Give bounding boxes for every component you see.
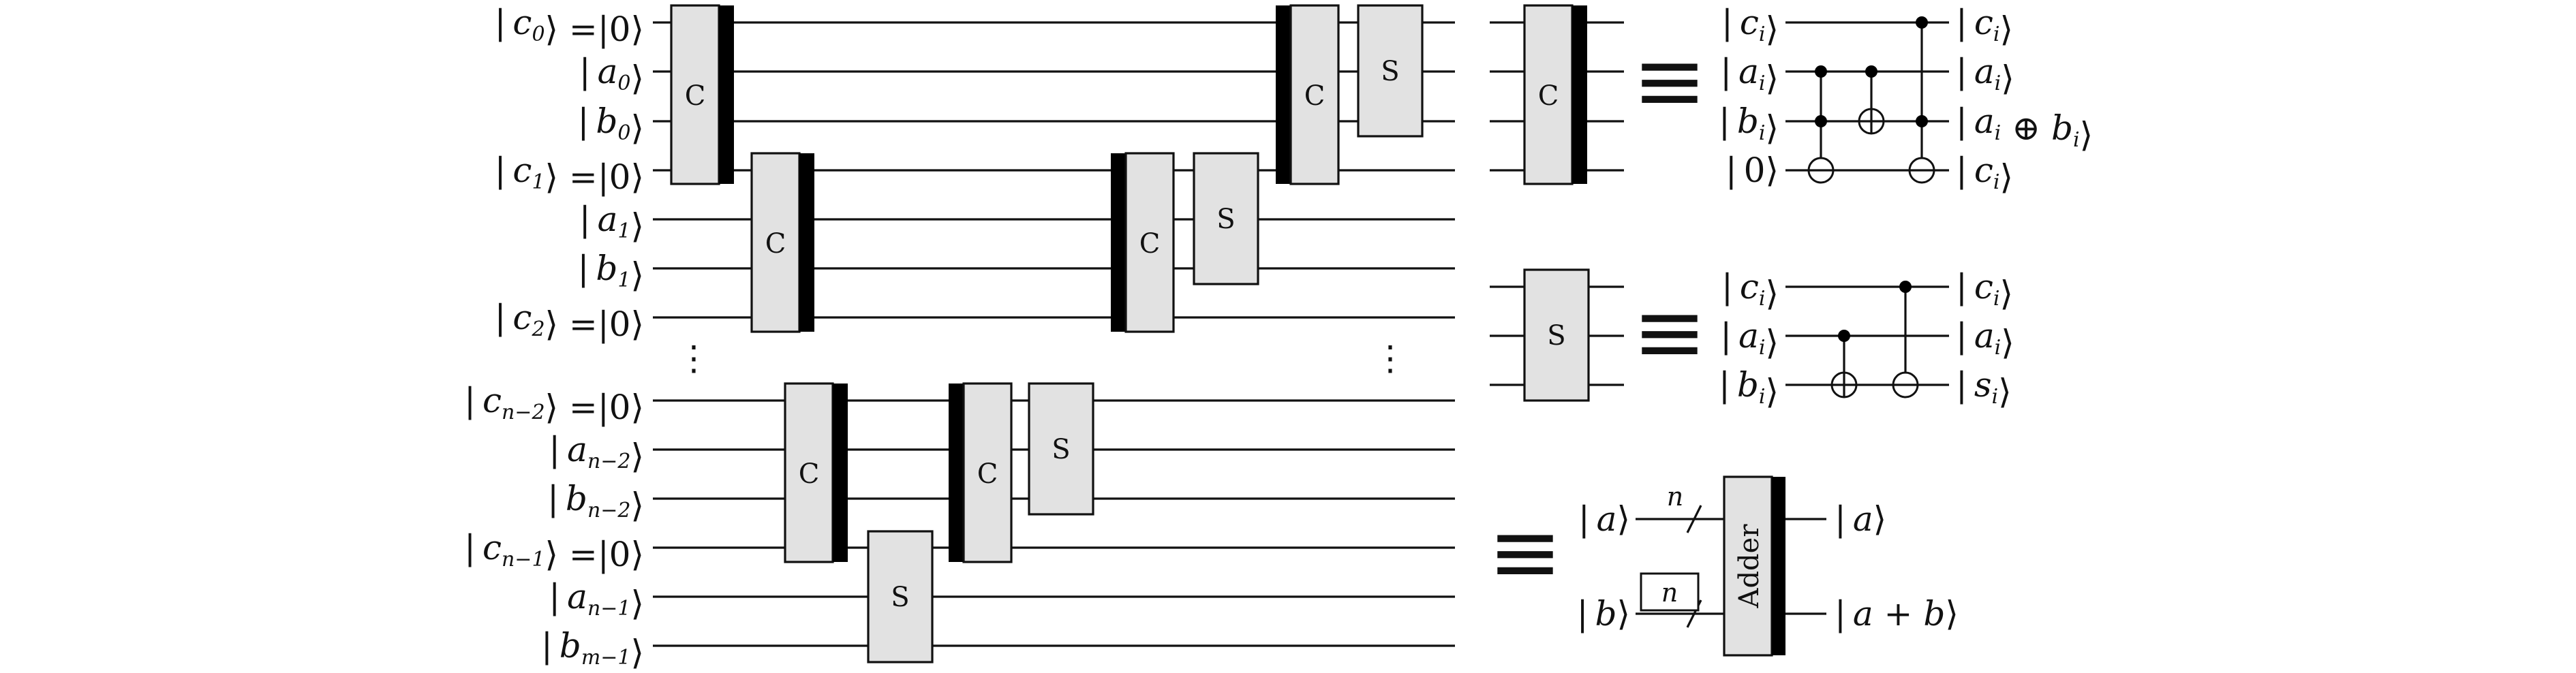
- carry-inverse-gate-2: C: [1111, 152, 1175, 333]
- carry-input-label-2: | bi⟩: [1719, 101, 1779, 148]
- carry-gate-3: C: [784, 382, 848, 563]
- main-wire-label-0: | c0⟩ =|0⟩: [495, 3, 644, 49]
- carry-output-label-3: | ci⟩: [1956, 151, 2013, 197]
- carry-gate-definition-label: C: [1538, 80, 1559, 112]
- carry-input-label-3: | 0⟩: [1726, 151, 1779, 190]
- sum-gate-top: S: [1357, 4, 1424, 138]
- sum-decomposition: [1785, 281, 1949, 398]
- carry-inverse-gate-1-label: C: [1304, 80, 1325, 112]
- carry-input-label-1: | ai⟩: [1720, 52, 1779, 98]
- carry-gate-3-label: C: [799, 458, 820, 490]
- main-circuit-gates: C C C S C S: [670, 4, 1424, 663]
- adder-output-a-label: | a⟩: [1835, 499, 1886, 539]
- main-wire-label-6: | c2⟩ =|0⟩: [495, 298, 644, 344]
- sum-gate-definition: S: [1490, 268, 1624, 402]
- main-wire-label-5: | b1⟩: [578, 249, 644, 295]
- ellipsis-right: ⋮: [1373, 339, 1407, 378]
- adder-bus-width-a: n: [1667, 482, 1683, 512]
- adder-bus-width-b: n: [1661, 578, 1678, 608]
- adder-input-a-label: | a⟩: [1578, 499, 1630, 539]
- sum-decomposition-output-labels: | ci⟩| ai⟩| si⟩: [1956, 267, 2014, 411]
- carry-output-label-0: | ci⟩: [1956, 3, 2013, 49]
- carry-gate-1-label: C: [685, 80, 706, 112]
- adder-labels: | a⟩ | b⟩ | a⟩ | a + b⟩: [1577, 499, 1959, 633]
- sum-gate-middle: S: [1193, 152, 1259, 285]
- sum-output-label-2: | si⟩: [1956, 365, 2012, 411]
- sum-gate-lower-label: S: [1052, 434, 1070, 465]
- carry-inverse-gate-3-label: C: [977, 458, 998, 490]
- sum-input-label-1: | ai⟩: [1720, 316, 1779, 362]
- sum-input-label-0: | ci⟩: [1721, 267, 1779, 313]
- adder-bus-width-b-box: [1640, 572, 1700, 612]
- sum-equiv-symbol: ≡: [1633, 280, 1707, 384]
- carry-decomposition-output-labels: | ci⟩| ai⟩| ai ⊕ bi⟩| ci⟩: [1956, 3, 2093, 197]
- carry-input-label-0: | ci⟩: [1721, 3, 1779, 49]
- carry-gate-2-label: C: [765, 228, 786, 260]
- adder-label: Adder: [1734, 524, 1765, 609]
- sum-input-label-2: | bi⟩: [1719, 365, 1779, 411]
- sum-gate-bottom: S: [867, 530, 934, 663]
- main-wire-label-7: | cn−2⟩ =|0⟩: [464, 381, 644, 427]
- main-circuit-input-labels: | c0⟩ =|0⟩| a0⟩| b0⟩| c1⟩ =|0⟩| a1⟩| b1⟩…: [464, 3, 644, 672]
- sum-output-label-0: | ci⟩: [1956, 267, 2013, 313]
- main-wire-label-4: | a1⟩: [579, 200, 644, 246]
- main-wire-label-3: | c1⟩ =|0⟩: [495, 151, 644, 197]
- carry-gate-1: C: [670, 4, 734, 185]
- carry-decomposition-input-labels: | ci⟩| ai⟩| bi⟩| 0⟩: [1719, 3, 1779, 190]
- adder-output-sum-label: | a + b⟩: [1835, 594, 1959, 633]
- adder-input-b-label: | b⟩: [1577, 594, 1630, 633]
- main-wire-label-12: | bm−1⟩: [541, 626, 644, 670]
- carry-gate-definition: C: [1490, 4, 1624, 185]
- main-wire-label-2: | b0⟩: [578, 101, 644, 148]
- sum-decomposition-input-labels: | ci⟩| ai⟩| bi⟩: [1719, 267, 1779, 411]
- adder-equiv-symbol: ≡: [1488, 500, 1563, 604]
- main-wire-label-8: | an−2⟩: [549, 430, 644, 476]
- carry-equiv-symbol: ≡: [1633, 29, 1707, 132]
- main-wire-label-9: | bn−2⟩: [547, 479, 644, 525]
- sum-gate-bottom-label: S: [891, 582, 909, 613]
- sum-output-label-1: | ai⟩: [1956, 316, 2014, 362]
- ellipsis-left: ⋮: [677, 339, 711, 378]
- carry-output-label-2: | ai ⊕ bi⟩: [1956, 101, 2093, 155]
- main-wire-label-11: | an−1⟩: [549, 577, 644, 623]
- adder-block: n n Adder: [1636, 475, 1826, 657]
- sum-gate-top-label: S: [1381, 56, 1399, 87]
- carry-decomposition: [1785, 16, 1949, 184]
- carry-inverse-gate-3: C: [949, 382, 1013, 563]
- carry-inverse-gate-1: C: [1276, 4, 1340, 185]
- main-wire-label-1: | a0⟩: [579, 52, 644, 98]
- sum-gate-middle-label: S: [1216, 204, 1235, 235]
- carry-output-label-1: | ai⟩: [1956, 52, 2014, 98]
- sum-gate-lower: S: [1028, 382, 1094, 516]
- carry-inverse-gate-2-label: C: [1139, 228, 1161, 260]
- main-wire-label-10: | cn−1⟩ =|0⟩: [464, 528, 644, 574]
- sum-gate-definition-label: S: [1547, 320, 1565, 351]
- carry-gate-2: C: [750, 152, 814, 333]
